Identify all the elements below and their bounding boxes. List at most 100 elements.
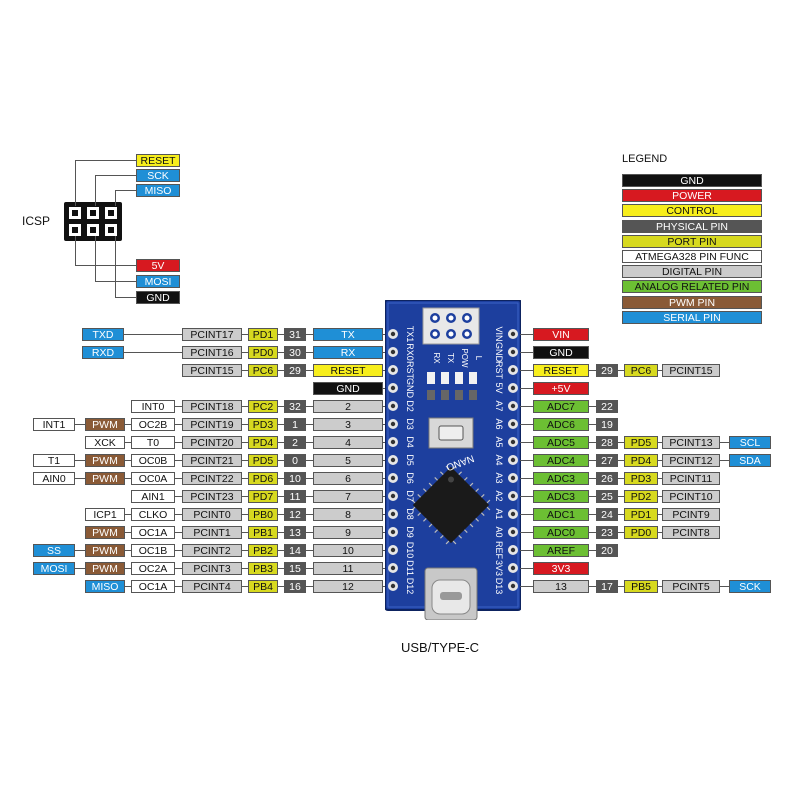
left-pin-label: MOSI [33, 562, 75, 575]
board-pin-hole [510, 511, 516, 517]
legend-item: ANALOG RELATED PIN [622, 280, 762, 294]
right-pin-label: PD5 [624, 436, 658, 449]
board-pin-hole [510, 475, 516, 481]
left-pin-label: PB1 [248, 526, 278, 539]
board-pin-hole [510, 493, 516, 499]
left-pin-label: PD7 [248, 490, 278, 503]
board-pin-hole [390, 439, 396, 445]
left-pin-label: PWM [85, 454, 125, 467]
right-pin-label: 24 [596, 508, 618, 521]
left-pin-label: 8 [313, 508, 383, 521]
board-led-label: POW [460, 348, 469, 368]
right-pin-wire [520, 478, 720, 479]
board-silk-left: D4 [405, 436, 415, 448]
left-pin-label: PC2 [248, 400, 278, 413]
board-silk-left: D8 [405, 508, 415, 520]
board-pin-hole [390, 529, 396, 535]
left-pin-label: PWM [85, 418, 125, 431]
left-pin-label: PWM [85, 544, 125, 557]
board-silk-left: D7 [405, 490, 415, 502]
board-pin-hole [510, 529, 516, 535]
board-silk-right: D13 [494, 578, 504, 595]
right-pin-label: PCINT15 [662, 364, 720, 377]
icsp-pin-label: RESET [136, 154, 180, 167]
board-silk-right: A1 [494, 508, 504, 519]
icsp-wire [115, 190, 136, 191]
left-pin-label: PCINT18 [182, 400, 242, 413]
right-pin-label: 3V3 [533, 562, 589, 575]
legend-item: PORT PIN [622, 234, 762, 248]
left-pin-label: 2 [284, 436, 306, 449]
legend-item: CONTROL [622, 204, 762, 218]
icsp-pin-label: MISO [136, 184, 180, 197]
board-pin-hole [390, 547, 396, 553]
right-pin-label: PCINT11 [662, 472, 720, 485]
board-led-label: RX [432, 352, 441, 364]
right-pin-label: PD3 [624, 472, 658, 485]
left-pin-label: 7 [313, 490, 383, 503]
left-pin-label: XCK [85, 436, 125, 449]
legend-item: DIGITAL PIN [622, 265, 762, 279]
right-pin-label: PD4 [624, 454, 658, 467]
board-pin-hole [390, 421, 396, 427]
board-silk-left: D6 [405, 472, 415, 484]
left-pin-label: PCINT3 [182, 562, 242, 575]
left-pin-label: PCINT0 [182, 508, 242, 521]
left-pin-label: PCINT22 [182, 472, 242, 485]
left-pin-label: 4 [313, 436, 383, 449]
legend-item: SERIAL PIN [622, 310, 762, 324]
left-pin-label: PCINT19 [182, 418, 242, 431]
board-pin-hole [390, 583, 396, 589]
board-silk-right: A5 [494, 436, 504, 447]
icsp-wire [115, 236, 116, 297]
left-pin-label: 9 [313, 526, 383, 539]
icsp-pin-label: 5V [136, 259, 180, 272]
right-pin-label: PCINT10 [662, 490, 720, 503]
right-pin-label: ADC4 [533, 454, 589, 467]
board-pin-hole [510, 439, 516, 445]
right-pin-label: 26 [596, 472, 618, 485]
left-pin-wire [182, 370, 385, 371]
icsp-pin-label: MOSI [136, 275, 180, 288]
right-pin-label: 25 [596, 490, 618, 503]
right-pin-label: PCINT12 [662, 454, 720, 467]
left-pin-label: RX [313, 346, 383, 359]
board-pin-hole [390, 493, 396, 499]
nano-board: TX1RX0RSTGNDD2D3D4D5D6D7D8D9D10D11D12VIN… [385, 300, 521, 620]
left-pin-label: OC0B [131, 454, 175, 467]
right-pin-label: PC6 [624, 364, 658, 377]
right-pin-label: SDA [729, 454, 771, 467]
left-pin-label: PCINT2 [182, 544, 242, 557]
left-pin-label: OC1B [131, 544, 175, 557]
left-pin-label: 30 [284, 346, 306, 359]
legend-item: PHYSICAL PIN [622, 219, 762, 233]
right-pin-label: 28 [596, 436, 618, 449]
right-pin-label: ADC3 [533, 472, 589, 485]
icsp-pin-label: SCK [136, 169, 180, 182]
left-pin-label: GND [313, 382, 383, 395]
left-pin-label: 16 [284, 580, 306, 593]
board-silk-left: D5 [405, 454, 415, 466]
left-pin-label: OC1A [131, 526, 175, 539]
board-led-label: TX [446, 353, 455, 364]
board-pin-hole [390, 367, 396, 373]
left-pin-label: 3 [313, 418, 383, 431]
board-led-label: L [474, 356, 483, 361]
left-pin-label: T0 [131, 436, 175, 449]
left-pin-label: TX [313, 328, 383, 341]
left-pin-label: PCINT17 [182, 328, 242, 341]
left-pin-label: 10 [284, 472, 306, 485]
right-pin-label: ADC0 [533, 526, 589, 539]
board-pin-hole [390, 565, 396, 571]
left-pin-label: 14 [284, 544, 306, 557]
icsp-wire [75, 160, 76, 206]
icsp-wire [115, 297, 136, 298]
board-silk-right: GND [494, 342, 504, 363]
board-silk-right: A6 [494, 418, 504, 429]
icsp-pins-icon [69, 207, 117, 236]
left-pin-label: RXD [82, 346, 124, 359]
left-pin-label: 2 [313, 400, 383, 413]
left-pin-label: PB2 [248, 544, 278, 557]
left-pin-label: CLKO [131, 508, 175, 521]
left-pin-label: 10 [313, 544, 383, 557]
